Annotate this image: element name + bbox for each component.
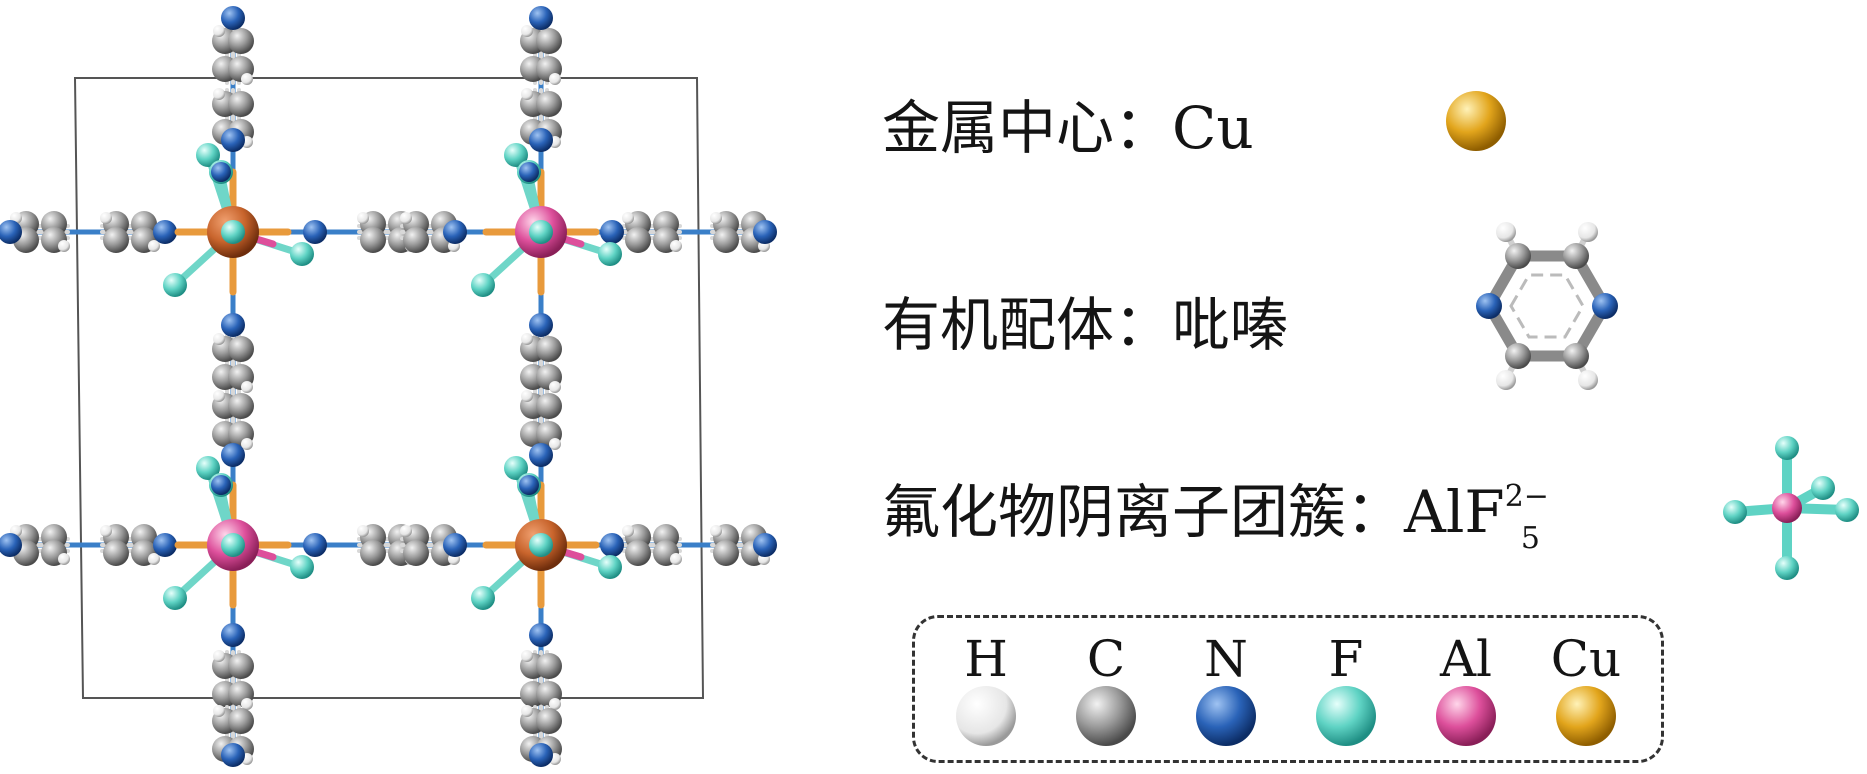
legend-sphere-c: [1076, 686, 1136, 746]
pyrazine-icon: [1476, 222, 1618, 390]
pyrazine-stack-horizontal: [10, 211, 70, 253]
alf5-cluster-icon: [1723, 436, 1859, 580]
pyrazine-stack-vertical: [520, 25, 562, 85]
pyrazine-stack-vertical: [212, 333, 254, 393]
pyrazine-stack-horizontal: [100, 211, 160, 253]
pyrazine-stack-horizontal: [400, 211, 460, 253]
legend-sphere-f: [1316, 686, 1376, 746]
cu-sphere-icon: [1446, 91, 1506, 151]
legend-symbol-c: C: [1086, 630, 1126, 688]
metal-node: [163, 143, 314, 297]
lattice-structure: [0, 6, 777, 767]
legend-sphere-al: [1436, 686, 1496, 746]
legend-sphere-h: [956, 686, 1016, 746]
pyrazine-stack-horizontal: [622, 211, 682, 253]
pyrazine-stack-vertical: [520, 390, 562, 450]
unit-cell-outline: [73, 77, 705, 699]
element-legend-spheres: [956, 686, 1616, 746]
legend-symbol-f: F: [1328, 630, 1364, 688]
pyrazine-stack-vertical: [520, 333, 562, 393]
legend-symbol-h: H: [964, 630, 1008, 688]
legend-symbol-cu: Cu: [1550, 630, 1622, 688]
pyrazine-stack-vertical: [212, 390, 254, 450]
element-legend-box: [912, 615, 1664, 763]
metal-node: [471, 456, 622, 610]
pyrazine-stack-vertical: [212, 25, 254, 85]
pyrazine-stack-horizontal: [622, 524, 682, 566]
legend-sphere-cu: [1556, 686, 1616, 746]
metal-node: [163, 456, 314, 610]
pyrazine-stack-vertical: [520, 650, 562, 710]
legend-symbol-al: Al: [1439, 630, 1493, 688]
pyrazine-stack-horizontal: [100, 524, 160, 566]
metal-node: [471, 143, 622, 297]
pyrazine-stack-vertical: [212, 650, 254, 710]
organic-ligand-label: 有机配体：吡嗪: [882, 291, 1289, 359]
legend-sphere-n: [1196, 686, 1256, 746]
metal-center-label: 金属中心：Cu: [882, 94, 1254, 162]
fluoride-anion-cluster-label: 氟化物阴离子团簇：AlF2−5: [882, 478, 1549, 556]
legend-symbol-n: N: [1204, 630, 1248, 688]
